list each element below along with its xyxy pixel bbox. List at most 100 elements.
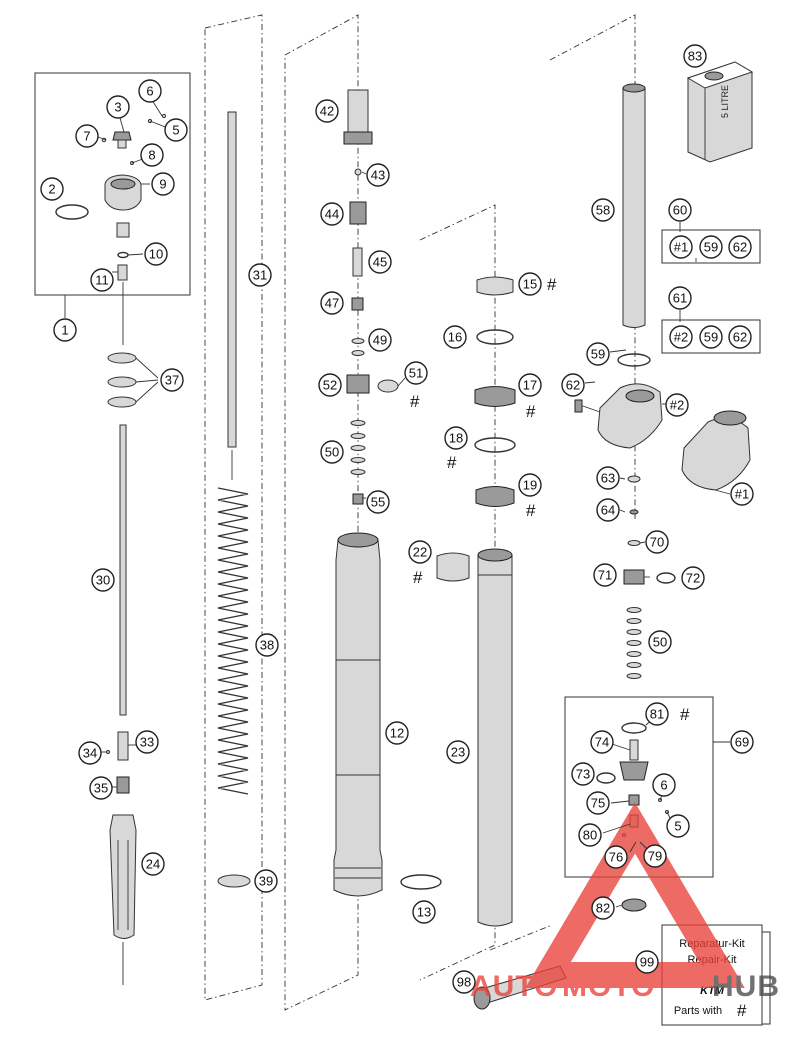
kit61-62: 62 xyxy=(728,325,752,349)
callout-64: 64 xyxy=(596,498,620,522)
hash-markers: # # # # # # # xyxy=(410,275,690,724)
callout-44: 44 xyxy=(320,202,344,226)
svg-text:99: 99 xyxy=(640,955,654,970)
svg-text:18: 18 xyxy=(449,431,463,446)
cap-assembly xyxy=(55,113,167,345)
callout-72: 72 xyxy=(681,566,705,590)
clamp-2 xyxy=(574,353,672,449)
callout-34: 34 xyxy=(78,741,102,765)
svg-text:10: 10 xyxy=(149,247,163,262)
svg-text:2: 2 xyxy=(48,182,55,197)
callout-23: 23 xyxy=(446,740,470,764)
ref-2: #2 xyxy=(665,393,689,417)
svg-text:59: 59 xyxy=(591,347,605,362)
svg-text:44: 44 xyxy=(325,207,339,222)
callout-6: 6 xyxy=(138,79,162,103)
callout-12: 12 xyxy=(385,721,409,745)
valve-stack xyxy=(623,475,676,679)
svg-text:#1: #1 xyxy=(735,487,749,502)
callout-60: 60 xyxy=(668,198,692,222)
svg-text:38: 38 xyxy=(260,638,274,653)
kit60-62: 62 xyxy=(728,235,752,259)
svg-text:#1: #1 xyxy=(674,240,688,255)
callout-82: 82 xyxy=(591,896,615,920)
svg-text:49: 49 xyxy=(373,333,387,348)
svg-text:33: 33 xyxy=(140,735,154,750)
svg-text:51: 51 xyxy=(409,366,423,381)
svg-text:62: 62 xyxy=(566,378,580,393)
callout-50: 50 xyxy=(320,440,344,464)
upper-tube-58 xyxy=(622,83,646,328)
svg-text:59: 59 xyxy=(704,240,718,255)
svg-text:22: 22 xyxy=(413,545,427,560)
assembly-frames xyxy=(204,14,636,1011)
repair-kit-parts-with: Parts with xyxy=(674,1005,722,1017)
callout-22: 22 xyxy=(408,540,432,564)
shims-37 xyxy=(107,352,159,408)
oil-can-83: 5 LITRE xyxy=(686,61,754,163)
svg-text:23: 23 xyxy=(451,745,465,760)
svg-text:6: 6 xyxy=(660,778,667,793)
svg-text:69: 69 xyxy=(735,735,749,750)
kit61-59: 59 xyxy=(699,325,723,349)
leaders xyxy=(97,99,697,908)
svg-text:61: 61 xyxy=(673,291,687,306)
watermark: AUTO MOTO HUB xyxy=(470,802,779,1003)
kit61-ref2: #2 xyxy=(669,325,693,349)
svg-text:6: 6 xyxy=(146,84,153,99)
svg-text:7: 7 xyxy=(83,129,90,144)
callout-33: 33 xyxy=(135,730,159,754)
callout-5b: 5 xyxy=(666,814,690,838)
callout-2: 2 xyxy=(40,177,64,201)
svg-text:#2: #2 xyxy=(674,330,688,345)
svg-text:76: 76 xyxy=(609,850,623,865)
svg-text:#: # xyxy=(413,568,423,587)
svg-text:#2: #2 xyxy=(670,398,684,413)
svg-text:59: 59 xyxy=(704,330,718,345)
svg-text:60: 60 xyxy=(673,203,687,218)
callout-16: 16 xyxy=(443,325,467,349)
callout-3: 3 xyxy=(106,95,130,119)
callout-17: 17 xyxy=(518,373,542,397)
damper-rod-30 xyxy=(106,424,137,985)
callout-42: 42 xyxy=(315,99,339,123)
callout-49: 49 xyxy=(368,328,392,352)
callout-11: 11 xyxy=(90,268,114,292)
svg-text:63: 63 xyxy=(601,471,615,486)
callout-71: 71 xyxy=(593,563,617,587)
callout-81: 81 xyxy=(645,702,669,726)
svg-text:31: 31 xyxy=(253,268,267,283)
svg-text:#: # xyxy=(410,392,420,411)
svg-text:3: 3 xyxy=(114,100,121,115)
watermark-auto: AUTO xyxy=(470,970,558,1003)
svg-text:#: # xyxy=(526,402,536,421)
svg-text:30: 30 xyxy=(96,573,110,588)
callout-99: 99 xyxy=(635,950,659,974)
callout-6b: 6 xyxy=(652,773,676,797)
callout-5: 5 xyxy=(164,118,188,142)
svg-text:8: 8 xyxy=(148,148,155,163)
callout-98: 98 xyxy=(452,970,476,994)
svg-text:62: 62 xyxy=(733,330,747,345)
callout-52: 52 xyxy=(318,373,342,397)
callout-30: 30 xyxy=(91,568,115,592)
svg-text:81: 81 xyxy=(650,707,664,722)
svg-text:24: 24 xyxy=(146,857,160,872)
callout-38: 38 xyxy=(255,633,279,657)
svg-text:5: 5 xyxy=(674,819,681,834)
callout-circles: 1 2 3 5 6 7 8 9 10 11 12 13 15 16 17 18 … xyxy=(40,44,754,994)
svg-text:15: 15 xyxy=(523,277,537,292)
svg-text:50: 50 xyxy=(653,635,667,650)
callout-69: 69 xyxy=(730,730,754,754)
svg-text:43: 43 xyxy=(371,168,385,183)
callout-61: 61 xyxy=(668,286,692,310)
callout-37: 37 xyxy=(160,368,184,392)
callout-8: 8 xyxy=(140,143,164,167)
callout-18: 18 xyxy=(444,426,468,450)
svg-text:42: 42 xyxy=(320,104,334,119)
callout-10: 10 xyxy=(144,242,168,266)
callout-76: 76 xyxy=(604,845,628,869)
group-boxes xyxy=(34,72,761,878)
callout-51: 51 xyxy=(404,361,428,385)
callout-7: 7 xyxy=(75,124,99,148)
